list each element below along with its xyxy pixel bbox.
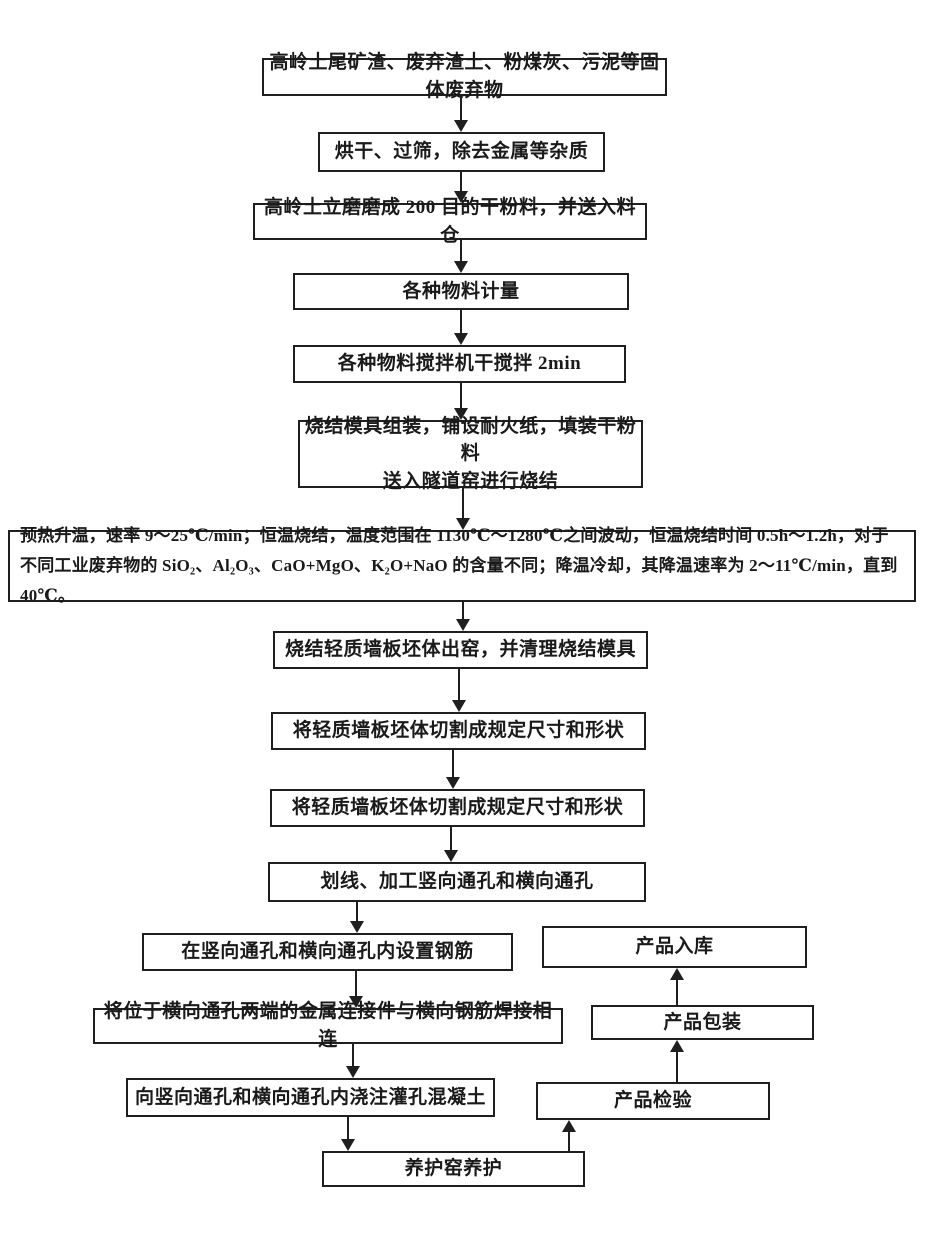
arrow-rebar-to-welding <box>349 971 363 1008</box>
node-cutting-2: 将轻质墙板坯体切割成规定尺寸和形状 <box>270 789 645 827</box>
node-mold-assembly: 烧结模具组装，铺设耐火纸，填装干粉料 送入隧道窑进行烧结 <box>298 416 643 492</box>
arrow-welding-to-grouting <box>346 1044 360 1078</box>
arrow-grind-to-metering <box>454 240 468 273</box>
node-scribing: 划线、加工竖向通孔和横向通孔 <box>268 862 646 902</box>
node-label: 产品入库 <box>635 936 714 958</box>
node-label: 向竖向通孔和横向通孔内浇注灌孔混凝土 <box>134 1086 486 1108</box>
arrow-curing-to-inspection <box>562 1120 576 1151</box>
node-welding: 将位于横向通孔两端的金属连接件与横向钢筋焊接相连 <box>93 1001 563 1050</box>
node-warehousing: 产品入库 <box>542 926 807 968</box>
node-label: 高岭土尾矿渣、废弃渣土、粉煤灰、污泥等固体废弃物 <box>269 52 660 101</box>
node-kiln-exit: 烧结轻质墙板坯体出窑，并清理烧结模具 <box>273 631 648 669</box>
node-inspection: 产品检验 <box>536 1082 770 1120</box>
node-rebar: 在竖向通孔和横向通孔内设置钢筋 <box>142 933 513 971</box>
arrow-grouting-to-curing <box>341 1117 355 1151</box>
node-label: 划线、加工竖向通孔和横向通孔 <box>320 871 594 893</box>
node-grind: 高岭土立磨磨成 200 目的干粉料，并送入料仓 <box>253 197 647 246</box>
arrow-dry-sieve-to-grind <box>454 172 468 203</box>
node-packaging: 产品包装 <box>591 1005 814 1040</box>
node-metering: 各种物料计量 <box>293 273 629 310</box>
arrow-inspection-to-packaging <box>670 1040 684 1082</box>
node-label: 产品检验 <box>613 1090 692 1112</box>
arrow-solid-waste-to-dry-sieve <box>454 96 468 132</box>
arrow-mixing-to-mold-assembly <box>454 383 468 420</box>
node-cutting-1: 将轻质墙板坯体切割成规定尺寸和形状 <box>271 712 646 750</box>
node-label-line2: 送入隧道窑进行烧结 <box>382 470 559 492</box>
node-solid-waste: 高岭土尾矿渣、废弃渣土、粉煤灰、污泥等固体废弃物 <box>262 52 667 101</box>
arrow-mold-assembly-to-sintering <box>456 488 470 530</box>
arrow-packaging-to-warehousing <box>670 968 684 1005</box>
node-label-line1: 烧结模具组装，铺设耐火纸，填装干粉料 <box>304 415 637 465</box>
node-sintering: 预热升温，速率 9～25℃/min；恒温烧结，温度范围在 1130℃～1280℃… <box>8 526 916 605</box>
node-label: 将轻质墙板坯体切割成规定尺寸和形状 <box>291 797 624 819</box>
node-label: 烧结轻质墙板坯体出窑，并清理烧结模具 <box>284 639 636 661</box>
node-mixing: 各种物料搅拌机干搅拌 2min <box>293 345 626 383</box>
node-label: 养护窑养护 <box>404 1158 503 1180</box>
arrow-scribing-to-rebar <box>350 902 364 933</box>
node-label: 将位于横向通孔两端的金属连接件与横向钢筋焊接相连 <box>103 1001 553 1050</box>
arrow-metering-to-mixing <box>454 310 468 345</box>
node-grouting: 向竖向通孔和横向通孔内浇注灌孔混凝土 <box>126 1078 495 1117</box>
arrow-cutting-1-to-cutting-2 <box>446 750 460 789</box>
node-label: 高岭土立磨磨成 200 目的干粉料，并送入料仓 <box>263 196 636 246</box>
node-label: 各种物料搅拌机干搅拌 2min <box>337 353 582 375</box>
arrow-cutting-2-to-scribing <box>444 827 458 862</box>
node-label: 各种物料计量 <box>402 280 520 302</box>
node-label: 在竖向通孔和横向通孔内设置钢筋 <box>181 941 474 963</box>
node-curing: 养护窑养护 <box>322 1151 585 1187</box>
node-label-line2: 不同工业废弃物的 SiO₂、Al₂O₃、CaO+MgO、K₂O+NaO 的含量不… <box>20 556 898 605</box>
node-label: 产品包装 <box>663 1011 742 1033</box>
node-label: 烘干、过筛，除去金属等杂质 <box>334 141 589 163</box>
arrow-kiln-exit-to-cutting-1 <box>452 669 466 712</box>
node-label: 将轻质墙板坯体切割成规定尺寸和形状 <box>292 720 625 742</box>
arrow-sintering-to-kiln-exit <box>456 602 470 631</box>
node-dry-sieve: 烘干、过筛，除去金属等杂质 <box>318 132 605 172</box>
node-label-line1: 预热升温，速率 9～25℃/min；恒温烧结，温度范围在 1130℃～1280℃… <box>20 526 889 546</box>
